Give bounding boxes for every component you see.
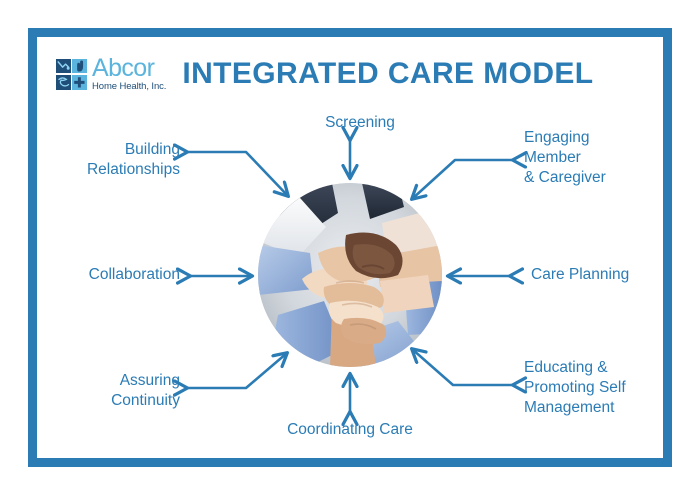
- abcor-logo: Abcor Home Health, Inc.: [56, 56, 166, 92]
- center-hands-image: [258, 183, 442, 367]
- node-label-assuring-continuity: Assuring Continuity: [111, 372, 180, 409]
- node-label-educating-promoting-self-management: Educating & Promoting Self Management: [524, 359, 626, 416]
- logo-tile-hand-icon: [72, 58, 87, 74]
- logo-tile-care-icon: [56, 74, 71, 90]
- node-label-collaboration: Collaboration: [88, 266, 180, 283]
- node-label-care-planning: Care Planning: [531, 266, 630, 283]
- logo-tile-plus-icon: [72, 74, 87, 90]
- logo-company-tagline: Home Health, Inc.: [92, 81, 167, 93]
- logo-wordmark: Abcor Home Health, Inc.: [92, 56, 166, 92]
- logo-company-name: Abcor: [92, 54, 155, 83]
- node-label-engaging-member-caregiver: Engaging Member & Caregiver: [524, 129, 606, 186]
- page-title: INTEGRATED CARE MODEL: [182, 57, 594, 90]
- node-label-building-relationships: Building Relationships: [86, 141, 180, 178]
- node-label-coordinating-care: Coordinating Care: [287, 421, 413, 438]
- poster-header: Abcor Home Health, Inc. INTEGRATED CARE …: [56, 48, 636, 100]
- logo-tile-stethoscope-icon: [56, 58, 71, 74]
- logo-mark-grid: [56, 58, 87, 90]
- node-label-screening: Screening: [325, 114, 395, 131]
